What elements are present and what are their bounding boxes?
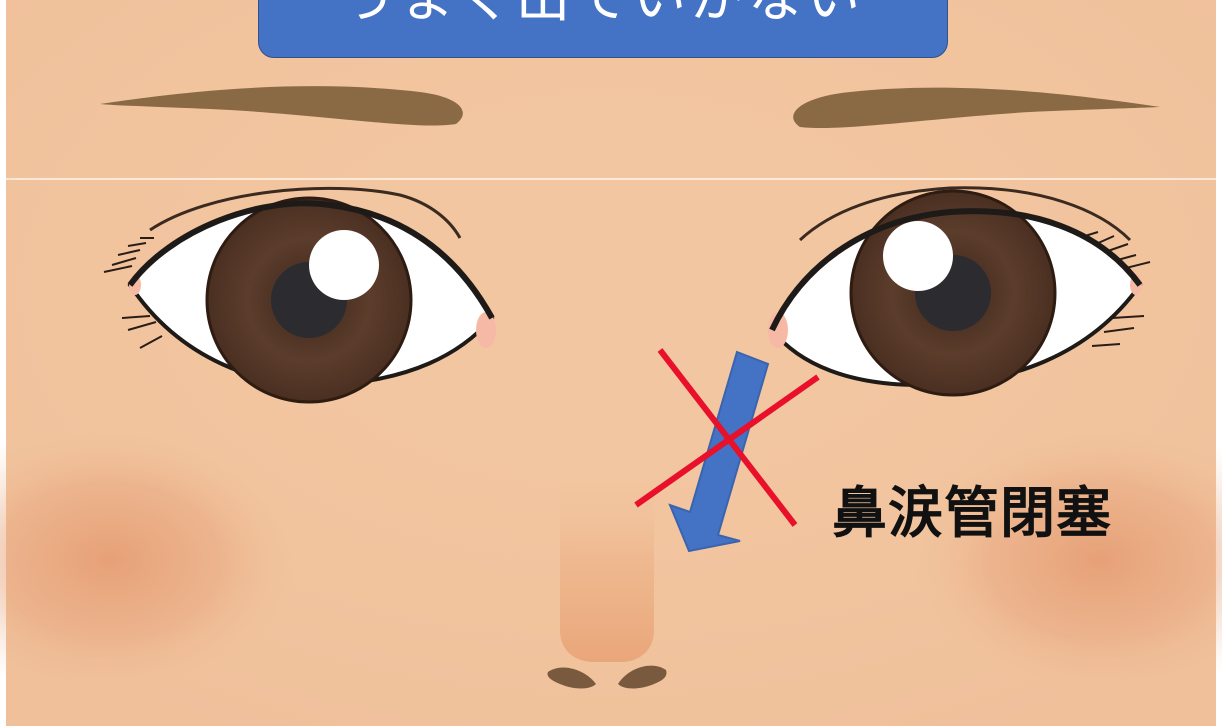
left-nostril (547, 667, 596, 689)
diagnosis-label: 鼻涙管閉塞 (832, 481, 1113, 545)
x-cross-icon (634, 348, 820, 527)
left-eye (103, 186, 496, 404)
right-edge-strip (1216, 0, 1222, 726)
right-eyebrow (793, 87, 1160, 129)
nose-bridge (560, 470, 654, 662)
right-cheek (900, 420, 1222, 700)
title-banner: うまく出ていかない (258, 0, 948, 58)
left-edge-strip (0, 0, 6, 726)
left-eyebrow (100, 86, 463, 126)
right-nostril (618, 665, 667, 689)
down-left-arrow-icon (668, 350, 770, 553)
banner-title: うまく出ていかない (259, 0, 947, 31)
left-cheek (0, 420, 310, 700)
right-eye (768, 186, 1151, 397)
